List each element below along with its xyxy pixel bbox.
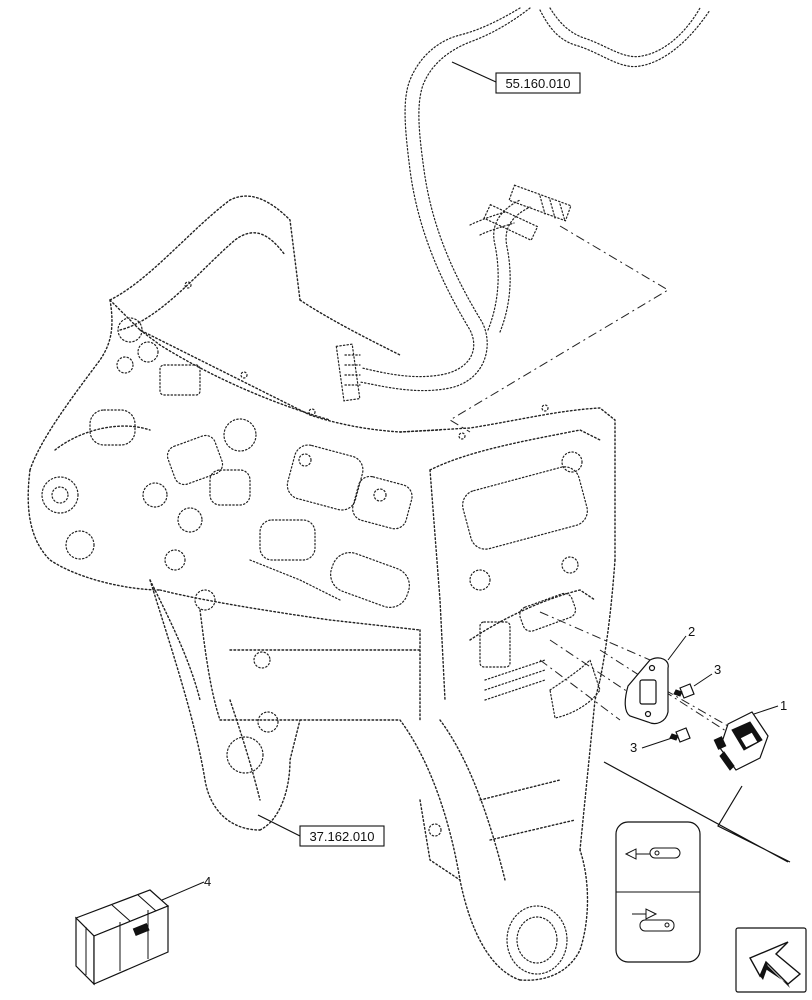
wiring-harness <box>335 7 711 402</box>
screw-upper[interactable] <box>673 683 695 699</box>
reference-harness-label: 55.160.010 <box>505 76 570 91</box>
mounting-plate[interactable] <box>624 657 669 725</box>
callout-3-upper: 3 <box>714 662 721 677</box>
kit-box-icon[interactable] <box>74 889 170 986</box>
navigation-arrow-icon[interactable] <box>735 927 807 993</box>
routing-line <box>449 225 669 433</box>
reference-frame-label: 37.162.010 <box>309 829 374 844</box>
reference-harness[interactable]: 55.160.010 <box>451 61 581 94</box>
callout-1: 1 <box>780 698 787 713</box>
reference-frame[interactable]: 37.162.010 <box>257 814 385 847</box>
callout-3-lower: 3 <box>630 740 637 755</box>
projection-lines <box>539 611 741 741</box>
front-axle-support-frame <box>27 195 616 981</box>
screw-lower[interactable] <box>669 727 691 743</box>
callout-4: 4 <box>204 874 211 889</box>
switch-decal-icon <box>615 821 701 963</box>
callout-2: 2 <box>688 624 695 639</box>
rocker-switch[interactable] <box>713 711 769 771</box>
detail-pointer <box>603 761 791 863</box>
